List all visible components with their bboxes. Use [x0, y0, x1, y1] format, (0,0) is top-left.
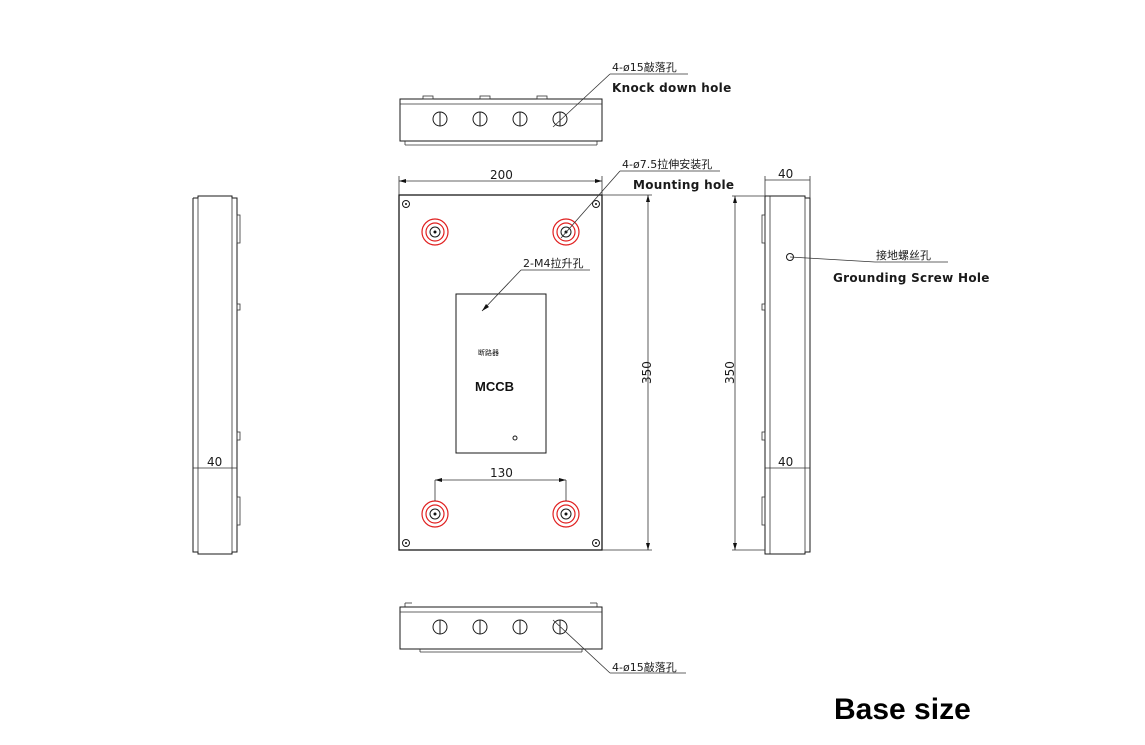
knock-hole-top-3: [512, 111, 528, 127]
right-top-depth-dimension: 40: [778, 167, 793, 181]
top-view: 4-ø15敲落孔 Knock down hole: [399, 60, 732, 146]
left-depth-dimension: 40: [207, 455, 222, 469]
grounding-label-cn: 接地螺丝孔: [876, 249, 931, 262]
mounting-hole-tl: [421, 218, 449, 246]
knock-hole-top-label-en: Knock down hole: [612, 81, 732, 95]
knock-hole-top-2: [472, 111, 488, 127]
mccb-label: MCCB: [475, 379, 514, 394]
mounting-hole-label-en: Mounting hole: [633, 178, 734, 192]
front-view: 断路器 MCCB 200 350 130 4-ø7.5拉伸安装孔 Mountin…: [398, 157, 734, 551]
knock-hole-bottom-3: [512, 619, 528, 635]
m4-hole-label: 2-M4拉升孔: [523, 256, 583, 270]
right-bottom-depth-dimension: 40: [778, 455, 793, 469]
mounting-hole-br: [552, 500, 580, 528]
knock-hole-bottom-1: [432, 619, 448, 635]
knock-hole-top-1: [432, 111, 448, 127]
mounting-hole-bl: [421, 500, 449, 528]
left-side-view: 40: [192, 195, 241, 555]
knock-hole-bottom-2: [472, 619, 488, 635]
height-dimension: 350: [640, 361, 654, 384]
knock-hole-top-4: [552, 111, 568, 127]
hole-spacing-dimension: 130: [490, 466, 513, 480]
bottom-view: 4-ø15敲落孔: [399, 602, 686, 674]
mccb-label-cn: 断路器: [478, 348, 499, 357]
side-height-dimension: 350: [723, 361, 737, 384]
width-dimension: 200: [490, 168, 513, 182]
mccb-module: 断路器 MCCB: [455, 293, 547, 454]
knock-hole-top-label-cn: 4-ø15敲落孔: [612, 60, 677, 74]
grounding-label-en: Grounding Screw Hole: [833, 271, 990, 285]
mounting-hole-tr: [552, 218, 580, 246]
drawing-title: Base size: [834, 693, 971, 726]
knock-hole-bottom-label-cn: 4-ø15敲落孔: [612, 660, 677, 674]
right-side-view: 接地螺丝孔 Grounding Screw Hole 40 40 350: [723, 167, 990, 555]
mounting-hole-label-cn: 4-ø7.5拉伸安装孔: [622, 157, 712, 171]
